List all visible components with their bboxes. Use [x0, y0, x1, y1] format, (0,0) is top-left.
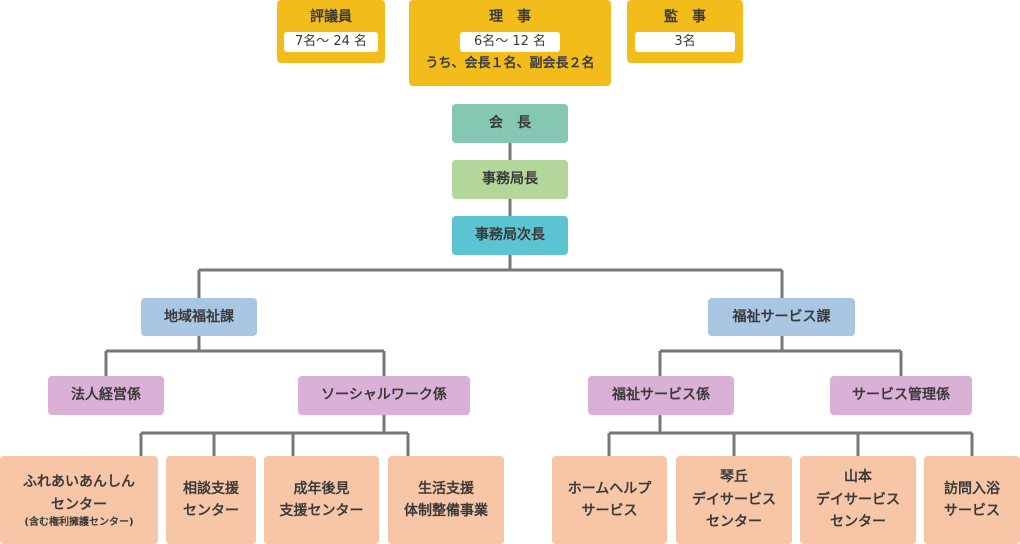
unit-line: デイサービス — [816, 491, 900, 508]
welfare-service-section: 福祉サービス係 — [588, 376, 734, 415]
fureai-anshin-center: ふれあいあんしん センター (含む権利擁護センター) — [0, 456, 158, 544]
directors-count: 6名〜 12 名 — [460, 32, 560, 53]
unit-line: 訪問入浴 — [944, 480, 1000, 497]
unit-line: センター — [183, 503, 239, 519]
consultation-support-center: 相談支援 センター — [166, 456, 256, 544]
councilors-box: 評議員 7名〜 24 名 — [277, 0, 385, 63]
guardianship-support-center: 成年後見 支援センター — [264, 456, 379, 544]
unit-line: 生活支援 — [418, 480, 474, 497]
corporate-management-section: 法人経営係 — [48, 376, 164, 415]
directors-box: 理 事 6名〜 12 名 うち、会長１名、副会長２名 — [409, 0, 611, 86]
unit-line: 相談支援 — [183, 480, 239, 497]
community-welfare-department: 地域福祉課 — [141, 298, 257, 336]
unit-line: サービス — [944, 503, 1000, 519]
unit-line: センター — [51, 496, 107, 513]
councilors-count: 7名〜 24 名 — [284, 32, 378, 53]
social-work-section: ソーシャルワーク係 — [298, 376, 470, 415]
unit-line: ふれあいあんしん — [23, 474, 135, 491]
life-support-system-project: 生活支援 体制整備事業 — [388, 456, 504, 544]
auditors-box: 監 事 3名 — [627, 0, 743, 63]
visiting-bath-service: 訪問入浴 サービス — [924, 456, 1020, 544]
auditors-count: 3名 — [635, 32, 735, 53]
unit-line: サービス — [581, 503, 638, 519]
deputy-secretary-general-box: 事務局次長 — [452, 216, 568, 255]
welfare-service-department: 福祉サービス課 — [708, 298, 855, 336]
unit-line: ホームヘルプ — [567, 480, 652, 497]
kotooka-day-service-center: 琴丘 デイサービス センター — [676, 456, 792, 544]
directors-note: うち、会長１名、副会長２名 — [425, 56, 595, 72]
secretary-general-box: 事務局長 — [452, 160, 568, 199]
directors-title: 理 事 — [489, 9, 531, 25]
unit-line: 体制整備事業 — [404, 503, 488, 519]
auditors-title: 監 事 — [664, 9, 706, 25]
unit-note: (含む権利擁護センター) — [24, 516, 134, 528]
unit-line: 支援センター — [279, 503, 364, 519]
service-management-section: サービス管理係 — [830, 376, 972, 415]
yamamoto-day-service-center: 山本 デイサービス センター — [800, 456, 916, 544]
unit-line: 山本 — [844, 469, 872, 486]
home-help-service: ホームヘルプ サービス — [552, 456, 667, 544]
councilors-title: 評議員 — [310, 9, 352, 25]
unit-line: 成年後見 — [293, 480, 350, 497]
president-box: 会 長 — [452, 104, 568, 143]
unit-line: センター — [706, 514, 762, 531]
unit-line: 琴丘 — [720, 469, 748, 486]
unit-line: センター — [830, 514, 886, 531]
unit-line: デイサービス — [692, 491, 776, 508]
